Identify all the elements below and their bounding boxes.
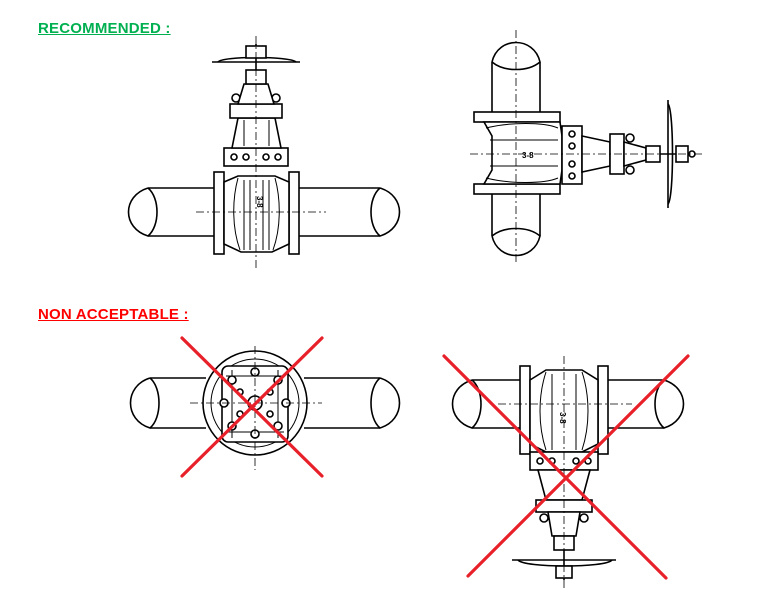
flange-top xyxy=(473,111,561,123)
yoke xyxy=(236,83,276,105)
pipe xyxy=(491,41,541,257)
figure-recommended-stem-horizontal: 3-8 xyxy=(470,30,702,262)
pipe xyxy=(129,377,401,429)
pipe xyxy=(127,187,401,237)
not-acceptable-cross xyxy=(442,354,690,580)
figure-nonacceptable-stem-toward xyxy=(129,336,401,478)
valve-body: 3-8 xyxy=(482,121,563,185)
bonnet xyxy=(231,117,282,149)
figure-nonacceptable-stem-down: 3-8 xyxy=(442,354,690,590)
body-marking: 3-8 xyxy=(522,151,534,160)
not-acceptable-cross xyxy=(180,336,324,478)
flange-right xyxy=(288,171,300,255)
non-acceptable-heading: NON ACCEPTABLE : xyxy=(38,306,189,323)
flange-left xyxy=(213,171,225,255)
body-marking: 3-8 xyxy=(255,196,264,208)
valve-body: 3-8 xyxy=(223,175,290,253)
body-marking: 3-8 xyxy=(558,412,567,424)
flange-bottom xyxy=(473,183,561,195)
recommended-heading: RECOMMENDED : xyxy=(38,20,171,37)
figure-recommended-stem-up: 3-8 xyxy=(127,36,401,270)
